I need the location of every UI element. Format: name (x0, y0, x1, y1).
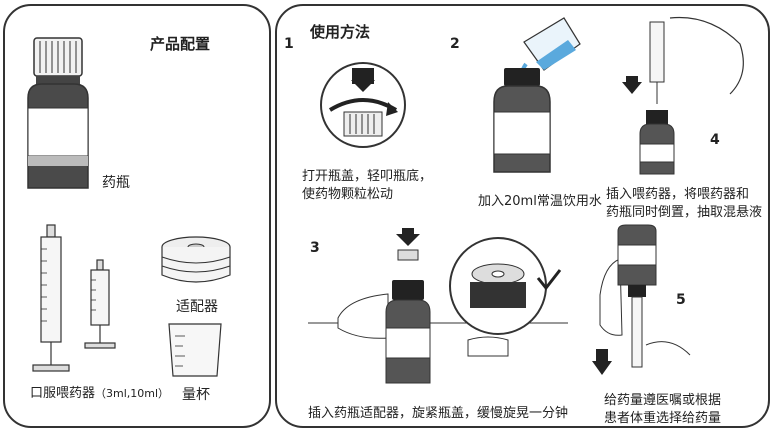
step-1-illustration (320, 62, 406, 148)
step-5-illustration (592, 224, 691, 375)
syringe-label-spec: （3ml,10ml） (95, 387, 170, 400)
step-3-number: 3 (310, 240, 320, 256)
step-4-text-line1: 插入喂药器，将喂药器和 (606, 187, 750, 202)
step-2-text: 加入20ml常温饮用水 (478, 194, 602, 209)
cup-label: 量杯 (182, 387, 210, 403)
step-5-number: 5 (676, 292, 686, 308)
step-1-text-line1: 打开瓶盖，轻叩瓶底， (302, 169, 433, 184)
step-3-text: 插入药瓶适配器，旋紧瓶盖，缓慢旋晃一分钟 (308, 406, 569, 421)
usage-method-title: 使用方法 (310, 23, 371, 41)
bottle-label: 药瓶 (102, 175, 130, 191)
bottle-adapter-illustration (161, 236, 231, 283)
step-3-illustration (308, 228, 568, 384)
step-1-text-line2: 使药物颗粒松动 (302, 187, 394, 202)
step-1-text: 打开瓶盖，轻叩瓶底， 使药物颗粒松动 (302, 168, 432, 204)
syringe-label-name: 口服喂药器 (30, 386, 96, 401)
oral-syringes-illustration (32, 224, 116, 372)
medicine-bottle-illustration (27, 37, 89, 189)
step-5-text: 给药量遵医嘱或根据 患者体重选择给药量 (604, 392, 721, 428)
step-2-illustration (493, 17, 581, 173)
step-4-number: 4 (710, 132, 720, 148)
step-2-number: 2 (450, 36, 460, 52)
measuring-cup-illustration (168, 323, 222, 377)
product-config-title: 产品配置 (150, 35, 211, 53)
step-5-text-line2: 患者体重选择给药量 (604, 411, 722, 426)
step-4-illustration (622, 16, 744, 175)
step-5-text-line1: 给药量遵医嘱或根据 (604, 393, 722, 408)
adapter-label: 适配器 (176, 299, 218, 315)
step-4-text: 插入喂药器，将喂药器和 药瓶同时倒置，抽取混悬液 (606, 186, 762, 222)
syringe-label: 口服喂药器（3ml,10ml） (30, 382, 169, 401)
step-1-number: 1 (284, 36, 294, 52)
step-4-text-line2: 药瓶同时倒置，抽取混悬液 (606, 205, 763, 220)
